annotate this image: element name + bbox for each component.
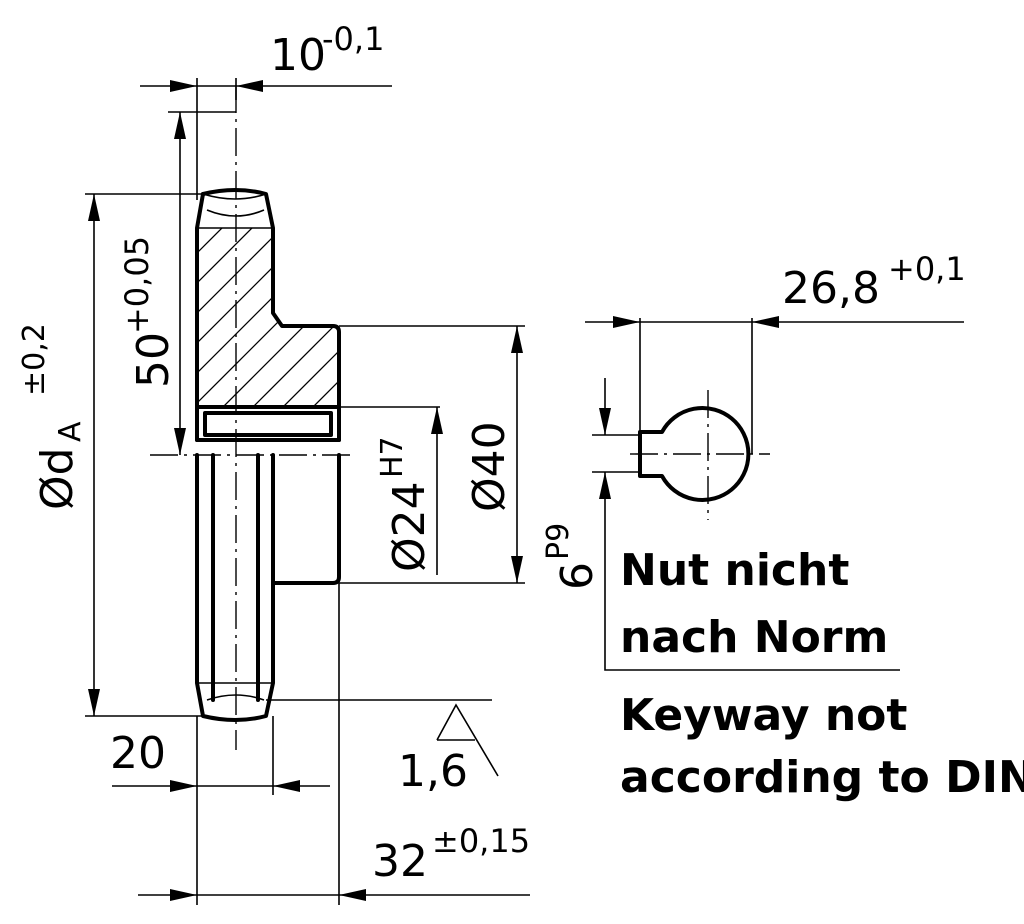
note-en-line2: according to DIN [620,752,1024,803]
bore-with-keyway [638,406,751,502]
note-de-line1: Nut nicht [620,545,849,596]
dim-24-value: Ø24 [384,481,435,572]
dim-key-6: 6 P9 [541,378,900,671]
dim-width-10: 10 -0,1 [140,20,392,200]
dim-20-value: 20 [110,728,166,779]
note-en-line1: Keyway not [620,690,907,741]
dim-6-tol: P9 [541,523,576,560]
dim-height-50: 50 +0,05 [118,111,236,455]
keyway-note: Nut nicht nach Norm Keyway not according… [620,545,1024,803]
dim-dia-da: Ød A ±0,2 [17,193,203,717]
dim-da-value: Ød [32,447,83,510]
dim-6-value: 6 [552,562,603,590]
dim-key-268: 26,8 +0,1 [585,250,966,476]
dim-40-value: Ø40 [464,421,515,512]
dim-len-32: 32 ±0,15 [138,583,530,905]
dim-10-tol: -0,1 [322,20,384,58]
dim-32-value: 32 [372,836,428,887]
dim-50-tol: +0,05 [118,236,156,334]
dim-hub-40: Ø40 [339,325,525,584]
dim-32-tol: ±0,15 [432,822,530,860]
surface-roughness-symbol: 1,6 [266,699,499,797]
keyway-detail-view [630,390,770,520]
note-de-line2: nach Norm [620,612,888,663]
dim-268-tol: +0,1 [888,250,966,288]
dim-len-20: 20 [110,716,330,905]
dim-10-value: 10 [270,30,326,81]
dim-50-value: 50 [128,332,179,388]
dim-da-sub: A [53,421,88,442]
sprocket-section-view [150,85,355,750]
dim-268-value: 26,8 [782,263,880,314]
dim-bore-24: Ø24 H7 [339,406,443,575]
dim-24-tol: H7 [375,436,410,478]
roughness-value: 1,6 [398,746,468,797]
dim-da-tol: ±0,2 [17,323,52,396]
